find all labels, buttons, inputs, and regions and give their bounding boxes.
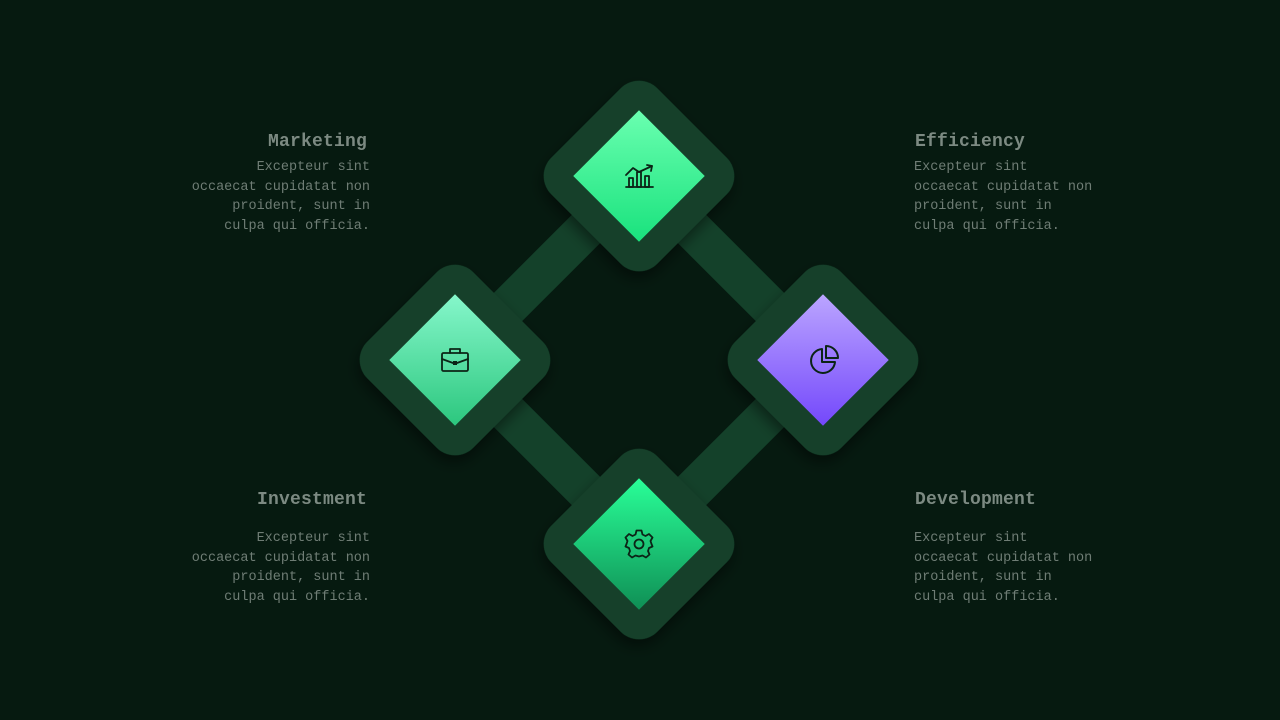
gear-icon xyxy=(624,529,654,559)
chart-growth-icon xyxy=(625,164,654,188)
marketing-block: Marketing Excepteur sint occaecat cupida… xyxy=(190,132,370,236)
pie-chart-icon xyxy=(810,345,839,374)
development-block: Development Excepteur sint occaecat cupi… xyxy=(914,490,1094,607)
diamond-left xyxy=(389,294,521,426)
investment-title: Investment xyxy=(256,490,367,510)
investment-block: Investment Excepteur sint occaecat cupid… xyxy=(190,490,370,607)
investment-text: Excepteur sint occaecat cupidatat non pr… xyxy=(191,531,370,605)
efficiency-block: Efficiency Excepteur sint occaecat cupid… xyxy=(914,132,1094,236)
development-text: Excepteur sint occaecat cupidatat non pr… xyxy=(914,531,1093,605)
marketing-title: Marketing xyxy=(267,132,367,152)
marketing-text: Excepteur sint occaecat cupidatat non pr… xyxy=(191,160,370,234)
efficiency-title: Efficiency xyxy=(915,132,1026,152)
briefcase-icon xyxy=(441,348,469,372)
development-title: Development xyxy=(915,490,1037,510)
efficiency-text: Excepteur sint occaecat cupidatat non pr… xyxy=(914,160,1093,234)
